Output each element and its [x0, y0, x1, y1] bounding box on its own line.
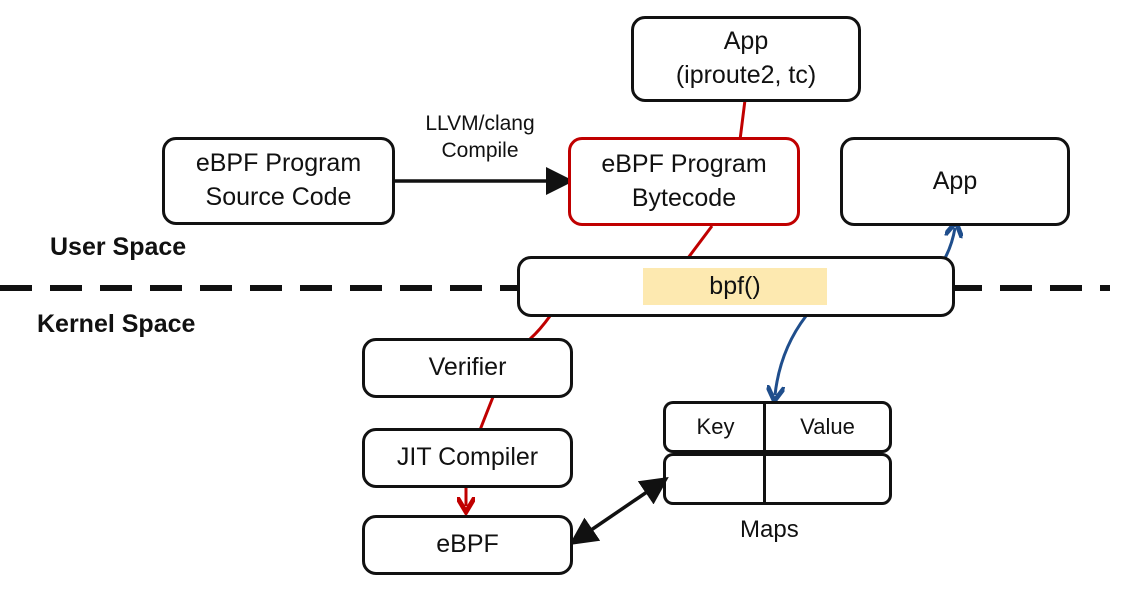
user-space-label: User Space [50, 233, 187, 261]
compile-edge-label: LLVM/clang Compile [425, 112, 535, 163]
maps-header-key: Key [663, 401, 765, 453]
maps-table: Key Value [663, 401, 892, 505]
edge-bytecode-to-bpf [686, 225, 714, 259]
edge-verifier-to-jit [478, 396, 495, 431]
bytecode-node: eBPF Program Bytecode [568, 137, 800, 226]
app-right-node: App [840, 137, 1070, 226]
maps-row-value-cell [763, 453, 892, 505]
jit-compiler-node: JIT Compiler [362, 428, 573, 488]
edge-bpf-to-verifier [528, 315, 552, 341]
edge-bpf-to-app [943, 228, 955, 259]
maps-row-key-cell [663, 453, 765, 505]
app-iproute-node: App (iproute2, tc) [631, 16, 861, 102]
edge-bpf-to-maps [775, 315, 808, 395]
maps-label: Maps [740, 516, 799, 543]
maps-header-value: Value [763, 401, 892, 453]
source-code-node: eBPF Program Source Code [162, 137, 395, 225]
ebpf-node: eBPF [362, 515, 573, 575]
edge-ebpf-maps [569, 477, 669, 545]
edge-app-to-bytecode [738, 99, 747, 141]
bpf-syscall-label: bpf() [643, 268, 827, 305]
kernel-space-label: Kernel Space [37, 310, 196, 338]
verifier-node: Verifier [362, 338, 573, 398]
